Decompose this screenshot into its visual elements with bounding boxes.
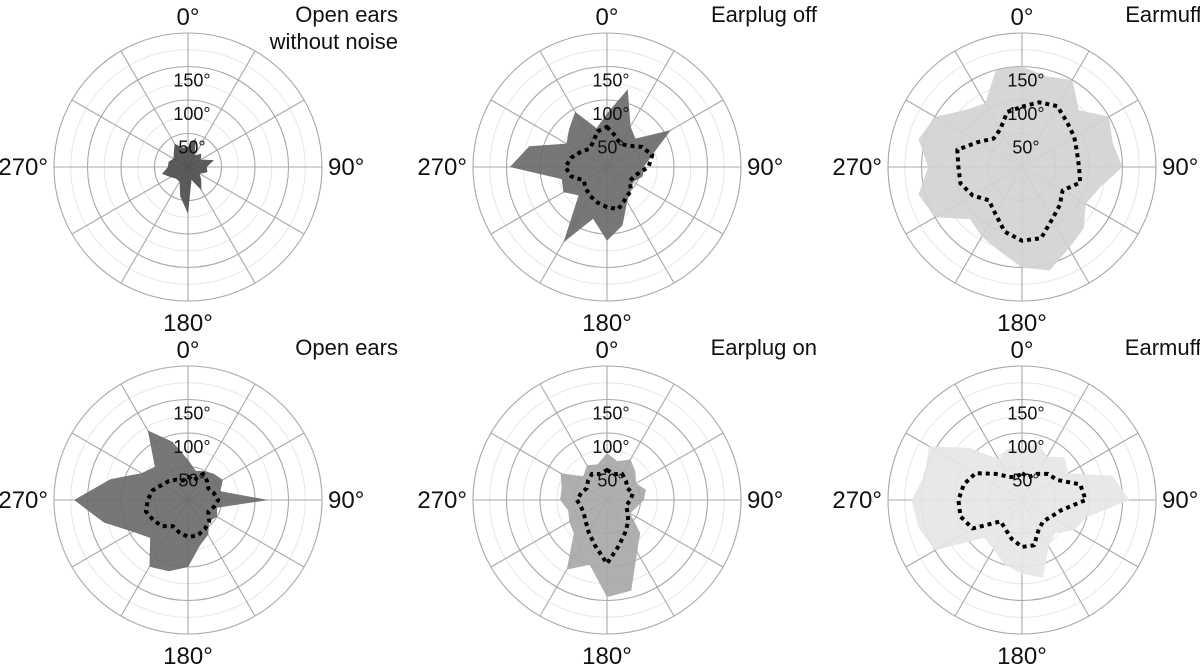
grid-ring-100 [120,99,256,235]
angle-label-top: 0° [177,337,200,364]
angle-label-top: 0° [1011,337,1034,364]
angle-label-bottom: 180° [163,643,213,665]
radial-tick-label-100: 100° [1007,437,1044,457]
angle-label-left: 270° [0,487,48,514]
area-series [560,453,646,598]
radial-tick-label-100: 100° [592,437,629,457]
grid-ring-150 [86,65,290,269]
radial-tick-label-150: 150° [592,71,629,91]
panel-title-line-2: without noise [269,29,398,54]
angle-label-top: 0° [1011,4,1034,31]
area-series [74,430,269,572]
angle-label-left: 270° [417,487,467,514]
angle-label-right: 90° [328,487,364,514]
angle-label-top: 0° [177,4,200,31]
angle-label-right: 90° [747,154,783,181]
panel-title-line-1: Earmuff on [1125,335,1200,360]
polar-panel-4: 50° 100° 150° 0° 90° 180° 270° Open ears [0,335,398,665]
panel-title-line-1: Earplug off [711,2,818,27]
radial-tick-label-100: 100° [173,437,210,457]
radial-tick-label-150: 150° [173,71,210,91]
area-series [918,66,1123,271]
radial-tick-label-50: 50° [597,138,624,158]
angle-label-left: 270° [0,154,48,181]
outer-ring [53,365,323,635]
polar-panel-5: 50° 100° 150° 0° 90° 180° 270° Earplug on [417,335,817,665]
radial-tick-label-150: 150° [1007,404,1044,424]
area-series [162,137,214,214]
dotted-series [563,124,655,212]
radial-tick-label-100: 100° [173,104,210,124]
radial-tick-label-50: 50° [1012,138,1039,158]
angle-label-left: 270° [417,154,467,181]
polar-panel-2: 50° 100° 150° 0° 90° 180° 270° Earplug off [417,2,818,337]
area-series [911,441,1130,578]
grid-ring-150 [505,65,709,269]
area-series [509,89,671,243]
outer-ring [887,365,1157,635]
polar-panel-1: 50° 100° 150° 0° 90° 180° 270° Open earswithout… [0,2,398,337]
angle-label-right: 90° [747,487,783,514]
panel-title-line-1: Open ears [295,335,398,360]
angle-label-left: 270° [832,154,882,181]
dotted-series [955,100,1083,243]
angle-label-bottom: 180° [582,310,632,337]
angle-label-right: 90° [1162,487,1198,514]
radial-tick-label-50: 50° [178,471,205,491]
angle-label-right: 90° [1162,154,1198,181]
outer-ring [53,32,323,302]
outer-ring [887,32,1157,302]
angle-label-bottom: 180° [997,643,1047,665]
radial-tick-label-150: 150° [592,404,629,424]
outer-ring [472,365,742,635]
angle-label-bottom: 180° [997,310,1047,337]
angle-label-right: 90° [328,154,364,181]
polar-panel-3: 50° 100° 150° 0° 90° 180° 270° Earmuff off [832,2,1200,337]
panel-title-line-1: Earplug on [711,335,817,360]
angle-label-bottom: 180° [163,310,213,337]
radial-tick-label-100: 100° [592,104,629,124]
angle-label-bottom: 180° [582,643,632,665]
angle-label-top: 0° [596,4,619,31]
radial-tick-label-100: 100° [1007,104,1044,124]
angle-label-top: 0° [596,337,619,364]
outer-ring [472,32,742,302]
radial-tick-label-50: 50° [1012,471,1039,491]
radial-tick-label-50: 50° [178,138,205,158]
radial-tick-label-150: 150° [1007,71,1044,91]
dotted-series [143,471,221,539]
panel-title-line-1: Earmuff off [1125,2,1200,27]
dotted-series [574,467,635,566]
polar-panel-6: 50° 100° 150° 0° 90° 180° 270° Earmuff on [832,335,1200,665]
radial-tick-label-50: 50° [597,471,624,491]
grid-ring-150 [505,398,709,602]
angle-label-left: 270° [832,487,882,514]
radial-tick-label-150: 150° [173,404,210,424]
panel-title-line-1: Open ears [295,2,398,27]
